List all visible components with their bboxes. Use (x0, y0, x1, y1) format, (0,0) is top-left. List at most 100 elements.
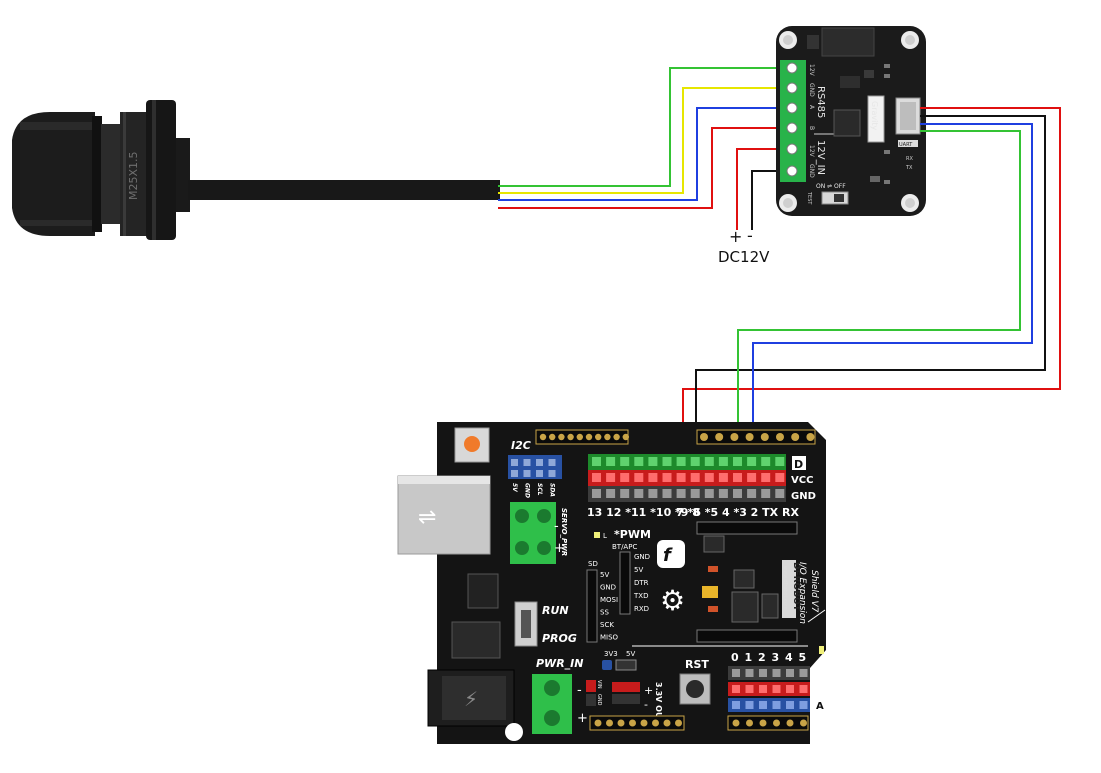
digital-pin (761, 457, 771, 466)
i2c-pin (511, 470, 518, 477)
usb-port (397, 475, 491, 555)
digital-pin (718, 473, 728, 482)
uart-wires (682, 107, 1061, 467)
analog-pin (772, 669, 781, 677)
digital-pin (662, 457, 672, 466)
analog-pin (799, 669, 808, 677)
i2c-pin-label: SCL (536, 483, 543, 496)
header-hole (773, 719, 780, 727)
digital-pin (690, 457, 700, 466)
digital-pin (733, 489, 742, 498)
analog-pin (745, 701, 754, 709)
i2c-pin (536, 459, 543, 466)
sd-pin-label: SS (600, 609, 609, 617)
wire-green (498, 67, 792, 187)
bt-pin-label: TXD (633, 592, 648, 600)
digital-pin (592, 473, 601, 482)
header-hole (622, 433, 629, 441)
product-name: I/O Expansion (797, 562, 807, 624)
d-label: D (794, 458, 803, 471)
pwm-label: *PWM (614, 528, 651, 541)
bt-pin-label: GND (634, 553, 650, 561)
wire-black-gnd (695, 115, 1046, 467)
gravity-brand: Gravity (870, 101, 879, 130)
product-version: Shield V7 (809, 570, 819, 613)
rst-label: RST (685, 658, 709, 671)
pwr-in-label: PWR_IN (536, 657, 583, 670)
rs485-title: RS485 (815, 86, 826, 118)
power-minus: - (747, 226, 753, 245)
digital-pin (718, 489, 728, 498)
sensor-cable-gland: M25X1.5 (12, 100, 500, 240)
digital-pin (676, 473, 686, 482)
digital-pin (704, 473, 714, 482)
digital-pin (747, 457, 757, 466)
header-hole (760, 433, 769, 441)
i2c-pin-label: SDA (549, 483, 556, 497)
header-hole (675, 719, 682, 727)
analog-number: 1 (745, 651, 753, 664)
gear-icon: ⚙ (660, 584, 685, 617)
bt-pin-label: DTR (634, 579, 649, 587)
i2c-pin (511, 459, 518, 466)
sd-pin-label: GND (600, 584, 616, 592)
pin-l: L (603, 532, 607, 540)
sensor-wires (498, 67, 792, 209)
digital-pin (718, 457, 728, 466)
v3v3-label: 3V3 (604, 650, 618, 658)
digital-pin (606, 457, 616, 466)
header-hole (732, 719, 740, 727)
analog-number: 5 (799, 651, 807, 664)
header-hole (604, 433, 611, 441)
run-label: RUN (542, 604, 569, 617)
digital-pin (662, 473, 672, 482)
out-minus: - (644, 698, 648, 711)
i2c-pin (548, 459, 556, 466)
out-plus: + (644, 684, 653, 697)
wire-red (498, 127, 792, 209)
wire-yellow (498, 87, 792, 194)
digital-pin (775, 489, 785, 498)
sd-pin-label: MISO (600, 634, 619, 642)
header-hole (776, 433, 784, 441)
digital-pin (761, 473, 771, 482)
rs485-converter-board: 12V GND A B 12V GND RS485 12V_IN Gravity… (776, 26, 926, 216)
header-hole (652, 719, 659, 727)
digital-pin (620, 457, 630, 466)
lightning-icon: ⚡ (464, 687, 478, 711)
header-hole (539, 433, 547, 441)
header-hole (558, 433, 565, 441)
pin-a: A (808, 105, 815, 110)
header-hole (715, 433, 724, 441)
header-hole (800, 719, 807, 727)
digital-pin (733, 473, 742, 482)
analog-pin (786, 669, 794, 677)
digital-pin (606, 489, 616, 498)
wire-blue (498, 107, 792, 201)
analog-pin (799, 685, 808, 693)
header-hole (595, 433, 602, 441)
analog-pin (759, 701, 767, 709)
bt-pin-label: RXD (634, 605, 649, 613)
out-33-label: 3.3V OUT (654, 682, 663, 724)
servo-plus: + (554, 541, 565, 556)
servo-pwr-label: SERVO_PWR (560, 508, 568, 556)
header-hole (606, 719, 613, 727)
i2c-pin-label: 5V (511, 483, 518, 493)
analog-pin (759, 669, 767, 677)
uart-label: UART (899, 142, 913, 148)
analog-gnd-label: GND (814, 669, 839, 680)
test-label: TEST (806, 191, 812, 205)
header-hole (585, 433, 593, 441)
wire-green-tx (737, 130, 1021, 462)
digital-numbers-right: 7 *6 *5 4 *3 2 TX RX (676, 506, 799, 519)
header-hole (576, 433, 583, 441)
df-logo-icon: f (663, 545, 673, 566)
header-hole (594, 719, 602, 727)
sd-pin-label: 5V (600, 571, 609, 579)
analog-number: 0 (731, 651, 739, 664)
gland-size-label: M25X1.5 (127, 151, 140, 200)
i2c-pin (548, 470, 556, 477)
digital-pin (676, 489, 686, 498)
